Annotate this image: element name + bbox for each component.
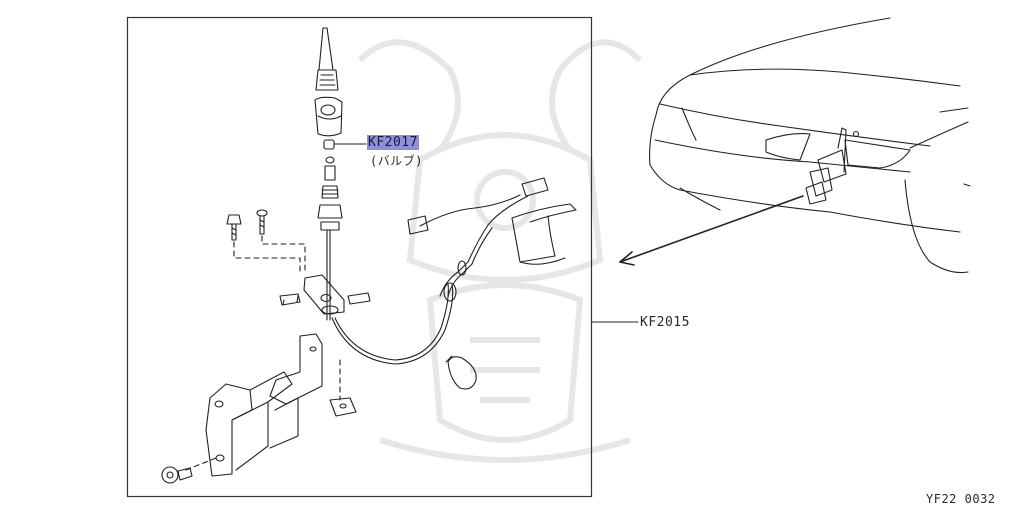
connector-harness — [407, 177, 549, 302]
valve-part — [323, 139, 367, 150]
part-label-kf2017[interactable]: KF2017 — [367, 135, 419, 150]
rubber-boot — [511, 203, 577, 265]
antenna-base-knob — [314, 96, 343, 137]
bolt-right — [256, 209, 268, 235]
antenna-lower-bracket — [205, 333, 323, 477]
watermark-emblem — [357, 39, 643, 463]
part-label-kf2015[interactable]: KF2015 — [640, 315, 690, 330]
diagram-frame — [126, 16, 593, 498]
grommet-left — [279, 293, 301, 306]
antenna-cable — [331, 284, 454, 365]
antenna-mast — [315, 27, 339, 91]
part-label-valve-note: (バルブ) — [370, 154, 423, 168]
bolt-washer — [161, 466, 193, 484]
antenna-collar-stack — [317, 156, 343, 321]
assembly-dash-lines — [233, 235, 306, 273]
bolt-left — [226, 214, 242, 241]
antenna-upper-bracket — [303, 274, 345, 315]
location-arrow — [619, 195, 804, 266]
nut-bracket — [329, 397, 357, 417]
car-front-view — [649, 17, 971, 274]
cable-clip — [445, 355, 477, 390]
bolt-dash-line — [185, 457, 217, 471]
figure-code: YF22 0032 — [926, 492, 996, 506]
grommet-right — [347, 292, 371, 305]
